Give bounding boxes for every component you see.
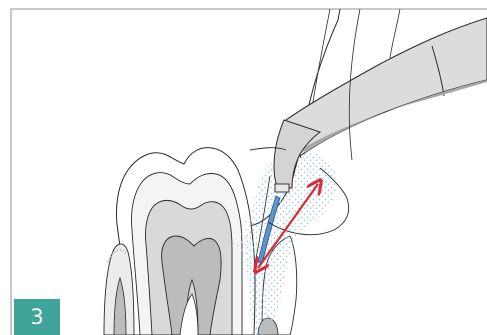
step-number-badge: 3	[14, 299, 60, 335]
handpiece-nozzle	[275, 184, 289, 192]
